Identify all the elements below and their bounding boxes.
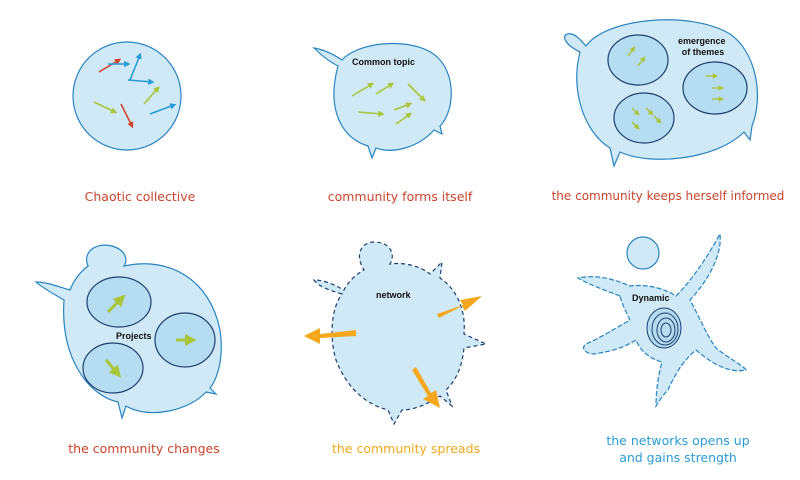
core-ring	[651, 312, 679, 346]
community-blob	[312, 42, 452, 160]
arrow	[375, 82, 395, 95]
caption-networks-open: the networks opens up and gains strength	[545, 432, 800, 466]
arrow	[437, 296, 482, 318]
core-ring	[660, 322, 672, 338]
caption-keeps-informed: the community keeps herself informed	[551, 189, 785, 203]
caption-chaotic-collective: Chaotic collective	[84, 189, 196, 204]
arrow	[149, 103, 177, 115]
collective-blob	[72, 41, 182, 151]
panel-community-changes: Projects	[34, 244, 222, 421]
spread-arrows	[304, 296, 482, 408]
arrow	[631, 121, 640, 130]
panel-label: network	[376, 290, 412, 300]
arrow	[304, 328, 356, 344]
community-blob	[34, 244, 222, 421]
arrow	[120, 103, 134, 129]
theme-arrows	[627, 46, 725, 130]
arrow	[631, 107, 640, 116]
arrow	[412, 367, 440, 408]
caption-line: and gains strength	[619, 450, 737, 465]
arrow	[104, 359, 122, 378]
arrow	[143, 86, 160, 105]
arrow	[393, 102, 413, 111]
arrow	[653, 115, 662, 124]
theme-cluster	[607, 34, 669, 86]
arrow	[93, 101, 118, 114]
dynamic-core	[646, 307, 682, 349]
panel-networks-open: Dynamic	[576, 232, 747, 408]
aligned-arrows	[351, 82, 426, 125]
panel-label: Common topic	[352, 57, 415, 67]
arrow	[127, 78, 155, 85]
caption-community-spreads: the community spreads	[331, 441, 481, 456]
panel-community-forms: Common topic	[312, 42, 452, 160]
panel-label: Projects	[116, 331, 152, 341]
arrow	[637, 56, 646, 67]
arrow	[98, 58, 122, 73]
caption-community-changes: the community changes	[68, 441, 220, 456]
panel-label: Dynamic	[632, 293, 670, 303]
theme-cluster	[613, 92, 675, 144]
caption-line: the networks opens up	[606, 433, 750, 448]
arrow	[106, 294, 126, 314]
arrow	[627, 46, 636, 57]
project-arrows	[104, 294, 197, 378]
arrow	[645, 107, 654, 116]
arrow	[395, 112, 413, 125]
network-blob	[312, 241, 488, 426]
arrow	[357, 110, 385, 117]
panel-keeps-informed: emergence of themes	[564, 19, 758, 168]
arrow	[351, 82, 375, 97]
panel-chaotic-collective	[72, 41, 182, 151]
random-arrows	[93, 52, 177, 129]
caption-community-forms: community forms itself	[327, 189, 473, 204]
arrow	[407, 83, 426, 102]
core-ring	[656, 317, 676, 343]
panel-label: emergence of themes	[678, 36, 728, 57]
head-blob	[626, 236, 660, 270]
arrow	[129, 52, 142, 81]
panel-community-spreads: network	[304, 241, 488, 426]
